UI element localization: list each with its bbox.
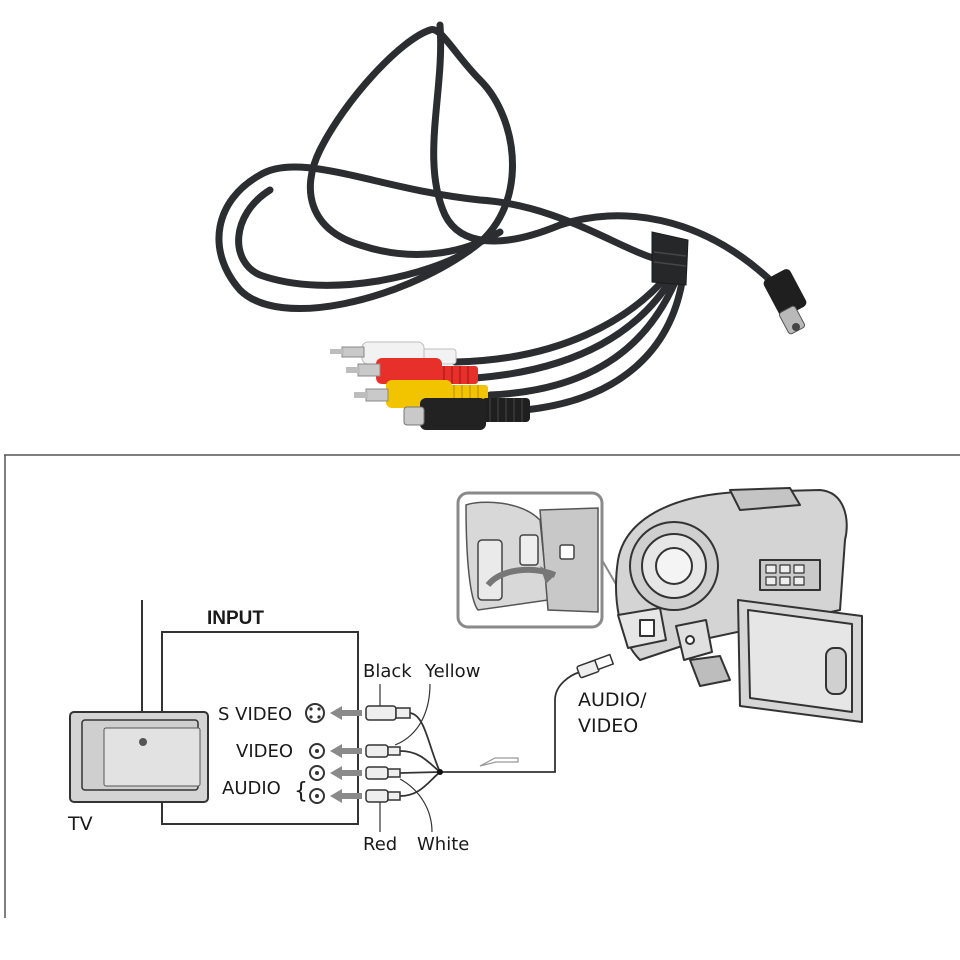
tv-label: TV [67,813,93,835]
cable-photo [215,21,807,430]
s-video-label: S VIDEO [218,704,292,725]
mini-av-plug [763,269,807,335]
cable-label-yellow: Yellow [424,661,480,682]
camera-plug [576,653,615,679]
tv-drawing [69,600,209,803]
cable-label-white: White [417,834,469,855]
cable-loop-2 [430,21,774,284]
audio-label: AUDIO [222,778,281,799]
left-arrow-icon [479,757,519,767]
input-title: INPUT [207,608,264,629]
rca-jack-icon [309,765,325,781]
camcorder-drawing [615,487,863,723]
label-leaders [379,683,433,833]
connection-diagram: INPUT TV S VIDEO VIDEO AUDIO { [4,454,960,918]
plug-red [346,358,478,384]
video-label: VIDEO [236,741,293,762]
plug-black [403,398,530,430]
cable-label-red: Red [363,834,397,855]
cable-branch-red [471,274,676,382]
cable-branch-black [521,278,686,414]
rca-jack-icon [309,743,325,759]
cable-loop-1 [215,26,664,312]
cable-splitter [651,231,689,286]
av-label-line2: VIDEO [578,715,638,737]
left-arrow-icon [330,706,362,803]
s-video-jack-icon [305,703,325,723]
jack-detail-inset [456,491,604,629]
av-label-line1: AUDIO/ [578,689,647,711]
cable-label-black: Black [363,661,412,682]
audio-bracket: { [294,779,308,804]
rca-jack-icon [309,788,325,804]
diagram-cables [399,671,581,797]
cable-loop-3 [235,186,474,289]
diagram-plugs [365,705,411,803]
cable-branch-white [451,271,672,366]
cable-branch-yellow [486,276,680,399]
